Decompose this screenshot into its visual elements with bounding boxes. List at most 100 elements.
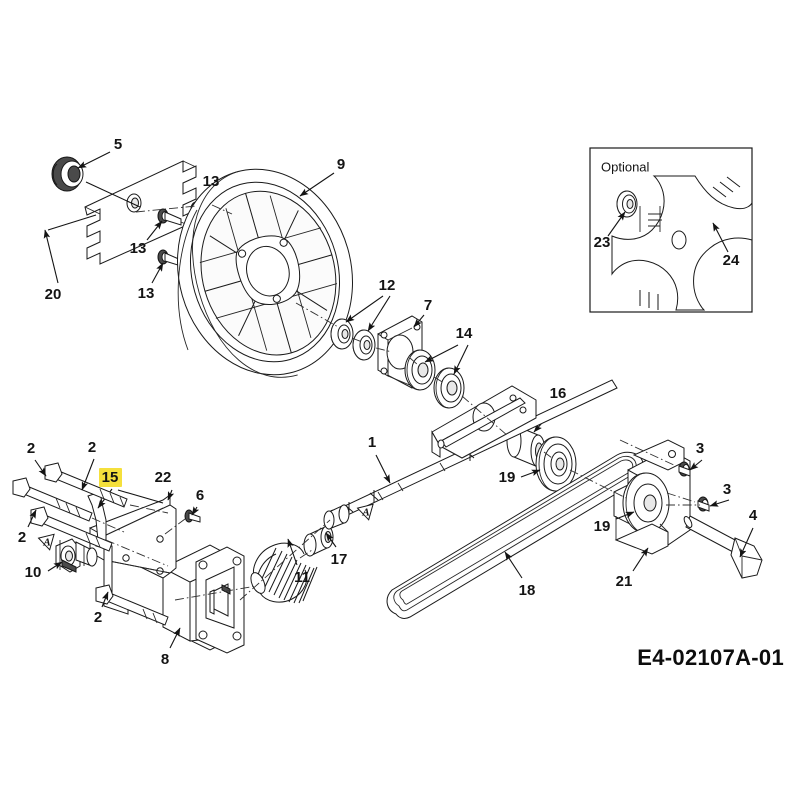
callout-18: 18 (519, 582, 536, 599)
callout-21: 21 (616, 573, 633, 590)
reference-mark-a-2: A (356, 503, 374, 521)
bolt-3-a (619, 439, 691, 477)
pulley-19-a (535, 436, 577, 492)
leader-13-b (146, 220, 163, 241)
cl-pulley (543, 451, 553, 459)
reference-mark-a-1: A (37, 533, 55, 551)
cl-spring (174, 585, 257, 601)
callout-15: 15 (102, 469, 119, 486)
callout-5: 5 (114, 136, 122, 153)
optional-washer-graphic (616, 190, 638, 218)
bolt-4-shank (685, 515, 738, 553)
bearing-14-a (404, 349, 436, 391)
bolt-2-c (30, 506, 113, 552)
bushing-5 (51, 156, 84, 192)
cl-gearbox-shaft (239, 519, 331, 601)
leader-10 (47, 561, 63, 572)
cl-bolt2 (91, 517, 125, 533)
vbelt-18 (386, 451, 645, 619)
leader-4 (739, 527, 754, 558)
washer-12-b (352, 329, 376, 361)
callout-2-d: 2 (94, 609, 102, 626)
bolt-4-head (730, 537, 763, 579)
leader-3-a (689, 459, 703, 471)
cl-bearing-b (433, 376, 445, 384)
optional-blade-center-hole (671, 230, 687, 250)
bolt-2-a (12, 477, 93, 522)
assembly-centerlines (91, 204, 700, 601)
shaft-end-cap (323, 504, 350, 530)
leader-12-b (367, 295, 391, 332)
leader-24 (712, 222, 729, 253)
callout-24: 24 (723, 252, 740, 269)
cl-bracket-top (129, 504, 169, 514)
leader-17 (325, 532, 337, 548)
bolt-2-b (44, 462, 128, 508)
callout-13-a: 13 (203, 173, 220, 190)
cl-bearing-a (409, 357, 419, 366)
reference-mark-label-2: A (361, 507, 369, 519)
leader-21 (632, 547, 649, 572)
leader-20-tail (47, 214, 97, 231)
flywheel-hub-bore (246, 245, 290, 297)
reference-mark-label-1: A (42, 537, 50, 549)
callout-22: 22 (155, 469, 172, 486)
leader-3-b (709, 499, 730, 507)
callout-7: 7 (424, 297, 432, 314)
gearbox-8 (162, 544, 245, 654)
callout-19-b: 19 (594, 518, 611, 535)
callout-12: 12 (379, 277, 396, 294)
leader-2-a (34, 459, 47, 477)
optional-blade-graphic (611, 175, 753, 311)
leader-13-c (151, 262, 164, 284)
callout-2-a: 2 (27, 440, 35, 457)
callout-13-b: 13 (130, 240, 147, 257)
belt-outer (386, 451, 645, 619)
cl-collar (299, 549, 313, 559)
leader-19-a (520, 469, 541, 478)
leader-22 (167, 489, 175, 501)
leader-14-b (453, 344, 469, 375)
leader-8 (169, 627, 181, 649)
callout-8: 8 (161, 651, 169, 668)
leader-2-c (27, 509, 37, 528)
callout-17: 17 (331, 551, 348, 568)
cl-blade-bar (135, 205, 197, 213)
leader-23 (607, 211, 626, 237)
callout-10: 10 (25, 564, 42, 581)
leader-20 (43, 229, 59, 284)
bolt-3-b (666, 492, 710, 512)
cl-flywheel-washers (295, 302, 341, 329)
callout-2-c: 2 (18, 529, 26, 546)
leader-6 (191, 506, 200, 516)
leader-19-b (615, 511, 635, 520)
hex-bolt-4 (683, 515, 763, 579)
callout-19-a: 19 (499, 469, 516, 486)
leader-22-tail (117, 489, 164, 504)
callout-6: 6 (196, 487, 204, 504)
cl-washers (351, 337, 363, 343)
callout-14: 14 (456, 325, 473, 342)
washer-12-a (330, 318, 354, 350)
callout-labels: 5 20 13 13 13 9 12 7 14 16 19 19 3 3 4 2… (18, 136, 758, 668)
leader-5 (77, 151, 111, 169)
callout-3-a: 3 (696, 440, 704, 457)
callout-16: 16 (550, 385, 567, 402)
leader-12-a (345, 295, 384, 323)
callout-23: 23 (594, 234, 611, 251)
leader-2-d (101, 591, 109, 608)
callout-15-highlight-box (99, 468, 122, 487)
callout-1: 1 (368, 434, 376, 451)
bolt-6 (164, 509, 201, 535)
callout-15-highlighted[interactable]: 15 (99, 468, 122, 487)
leader-18 (504, 551, 523, 579)
optional-box-title: Optional (601, 159, 650, 174)
drawing-part-number: E4-02107A-01 (637, 645, 784, 670)
callout-11: 11 (294, 569, 310, 586)
callout-2-b: 2 (88, 439, 96, 456)
cl-spacer (461, 395, 509, 437)
callout-4: 4 (749, 507, 758, 524)
leader-1 (375, 454, 391, 484)
